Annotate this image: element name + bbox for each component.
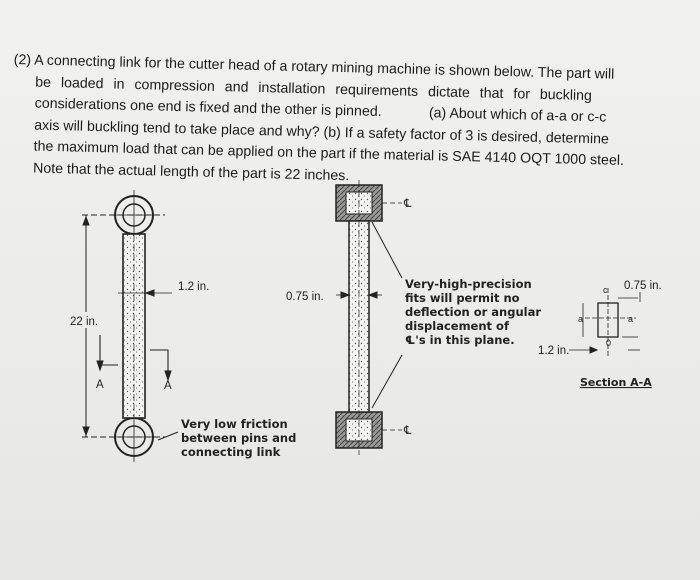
- left-view-labels: 1.2 in. 22 in. A A Very low friction bet…: [68, 281, 296, 459]
- left-view: [82, 190, 179, 462]
- fit-note-line-3: deflection or angular: [405, 305, 541, 319]
- fit-note-line-4: displacement of: [405, 319, 510, 333]
- right-view: [335, 180, 403, 455]
- fit-note-line-5: ℄'s in this plane.: [405, 333, 515, 347]
- section-marker-left: A: [96, 379, 104, 391]
- axis-zero-label: 0: [606, 338, 611, 348]
- length-label: 22 in.: [70, 316, 98, 328]
- pin-note-line-3: connecting link: [181, 445, 281, 459]
- section-rectangle: [597, 302, 619, 338]
- pin-note-line-1: Very low friction: [181, 417, 288, 431]
- section-marker-right: A: [164, 380, 172, 392]
- axis-c-label: c: [603, 285, 608, 295]
- centerline-bottom: ℄: [403, 425, 412, 437]
- section-height-label: 1.2 in.: [538, 345, 569, 357]
- pin-note-line-2: between pins and: [181, 431, 296, 445]
- thickness-label: 0.75 in.: [286, 291, 324, 303]
- axis-a-left-label: a: [578, 314, 583, 324]
- fit-note-line-1: Very-high-precision: [405, 277, 532, 291]
- section-caption: Section A-A: [580, 376, 652, 389]
- width-label: 1.2 in.: [178, 281, 209, 293]
- axis-a-right-label: a: [628, 314, 633, 324]
- section-view-labels: 0.75 in. c a a 0 1.2 in. Section A-A: [538, 280, 662, 389]
- section-width-label: 0.75 in.: [624, 280, 662, 292]
- right-view-labels: 0.75 in. ℄ ℄ Very-high-precision fits wi…: [286, 198, 541, 437]
- fit-note-line-2: fits will permit no: [405, 291, 520, 305]
- centerline-top: ℄: [403, 198, 412, 210]
- section-view: [569, 288, 641, 358]
